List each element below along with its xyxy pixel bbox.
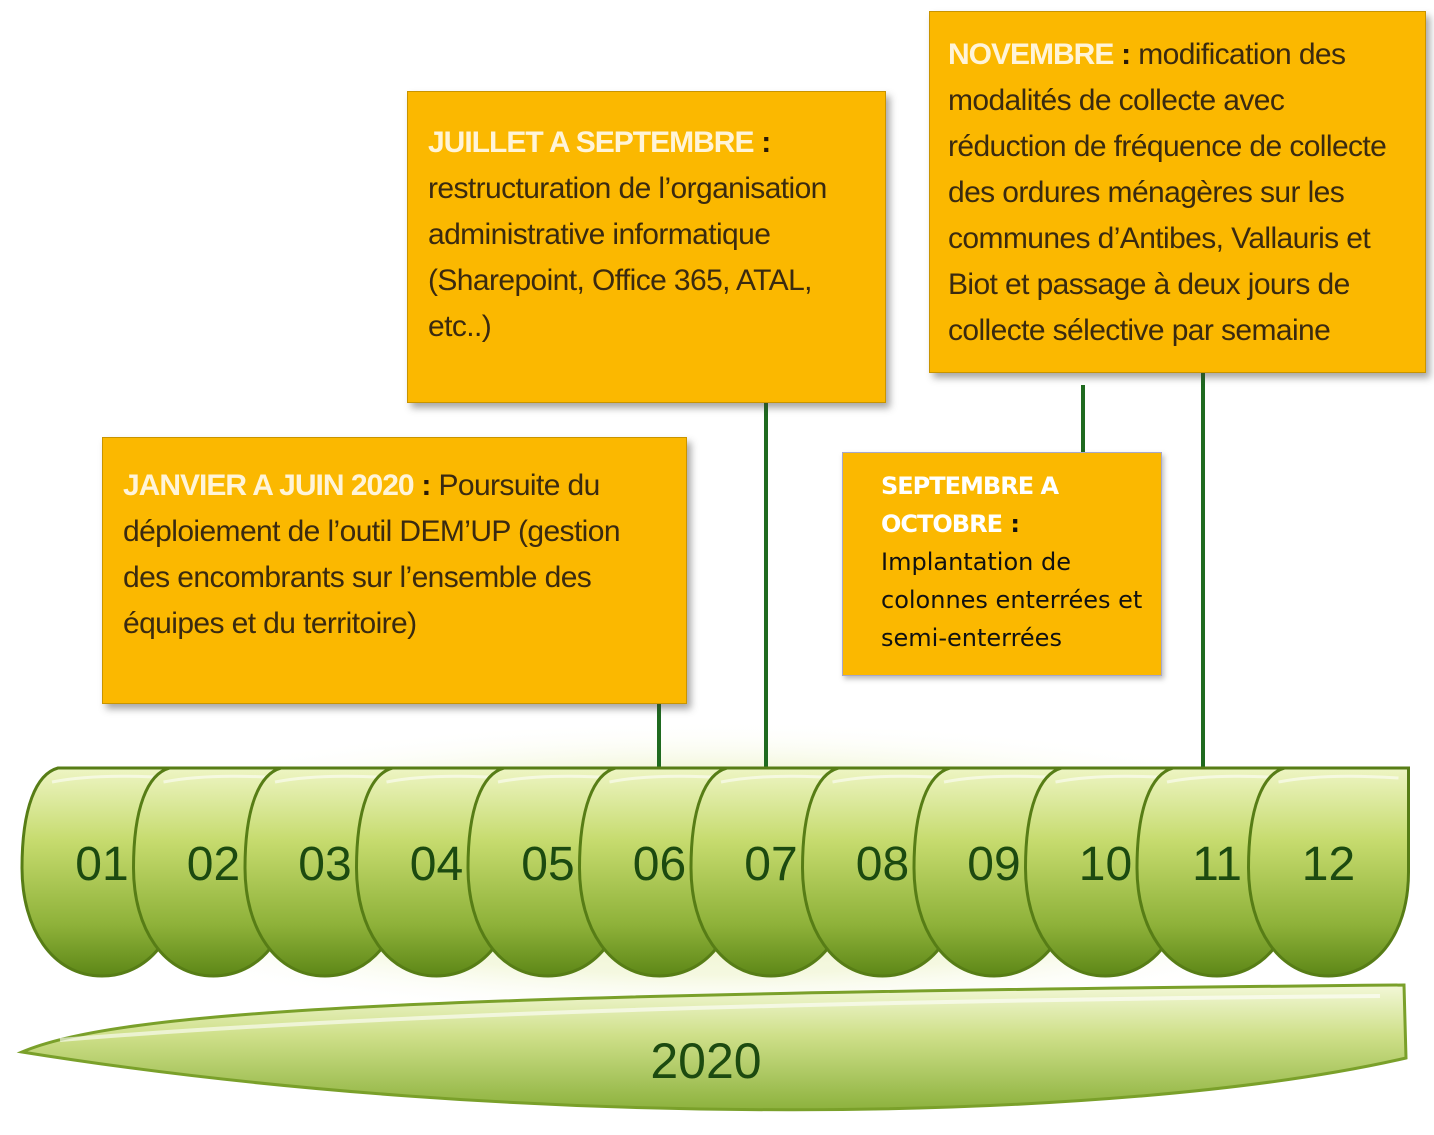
event-heading: SEPTEMBRE A OCTOBRE: [881, 472, 1059, 538]
year-bar-shape: [16, 983, 1408, 1112]
month-label: 03: [298, 838, 351, 891]
event-heading: NOVEMBRE: [948, 38, 1114, 71]
event-box-septembre-octobre: SEPTEMBRE A OCTOBRE : Implantation de col…: [842, 452, 1162, 676]
event-heading: JUILLET A SEPTEMBRE: [428, 126, 754, 159]
event-text: Implantation de colonnes enterrées et se…: [881, 548, 1143, 652]
month-label: 02: [187, 838, 240, 891]
month-label: 12: [1302, 838, 1355, 891]
event-box-janvier-juin: JANVIER A JUIN 2020 : Poursuite du déplo…: [102, 437, 687, 704]
month-label: 07: [744, 838, 797, 891]
month-leaf-shape: [1246, 766, 1410, 978]
year-bar: 2020: [16, 983, 1408, 1112]
event-separator: :: [413, 469, 439, 502]
month-label: 10: [1079, 838, 1132, 891]
month-label: 05: [521, 838, 574, 891]
event-text: restructuration de l’organisation admini…: [428, 172, 827, 343]
year-label: 2020: [650, 1033, 761, 1089]
event-text: modification des modalités de collecte a…: [948, 38, 1387, 347]
month-label: 04: [410, 838, 463, 891]
event-text: Poursuite du déploiement de l’outil DEM’…: [123, 469, 621, 640]
month-label: 01: [75, 838, 128, 891]
event-separator: :: [753, 126, 771, 159]
month-leaf: 12: [1246, 766, 1410, 978]
month-label: 09: [967, 838, 1020, 891]
event-separator: :: [1001, 510, 1020, 538]
event-box-novembre: NOVEMBRE : modification des modalités de…: [929, 11, 1426, 373]
month-label: 08: [856, 838, 909, 891]
event-heading: JANVIER A JUIN 2020: [123, 469, 415, 502]
event-box-juillet-septembre: JUILLET A SEPTEMBRE : restructuration de …: [407, 91, 886, 403]
month-leaves: 01 02 03 04 05 06 07 08 09 10 11 12: [20, 766, 1410, 978]
month-label: 11: [1192, 838, 1242, 891]
month-label: 06: [633, 838, 686, 891]
event-separator: :: [1113, 38, 1139, 71]
